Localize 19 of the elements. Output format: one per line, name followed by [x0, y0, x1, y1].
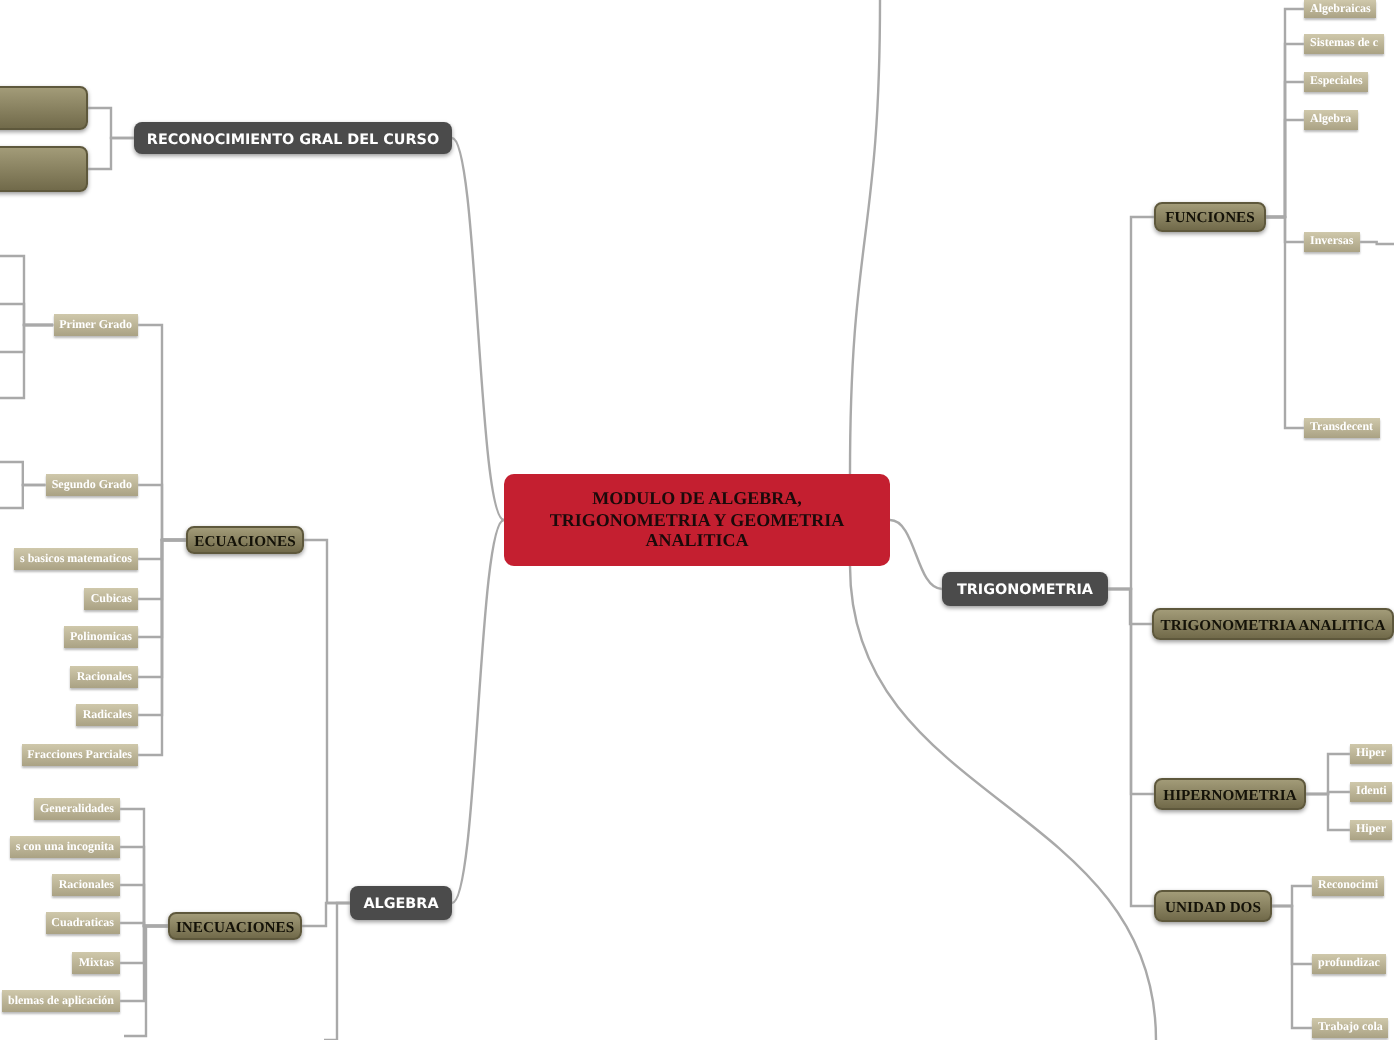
connector-line — [1359, 240, 1394, 246]
connector-line — [451, 519, 505, 904]
connector-line — [88, 136, 134, 171]
connector-line — [451, 137, 505, 521]
connector-line — [1266, 215, 1304, 430]
central-topic: MODULO DE ALGEBRA, TRIGONOMETRIA Y GEOMETRIA ANALITICA — [504, 474, 890, 566]
connector-line — [1272, 904, 1312, 1030]
connector-line — [0, 483, 46, 510]
subtopic-box — [0, 86, 88, 130]
connector-line — [324, 901, 350, 1040]
connector-line — [138, 538, 186, 757]
connector-line — [0, 323, 54, 400]
connector-line — [1306, 792, 1350, 832]
subtopic-box — [0, 146, 88, 192]
connector-line — [1108, 587, 1154, 908]
connector-line — [848, 0, 882, 474]
connector-line — [124, 924, 168, 1038]
connector-line — [848, 565, 1158, 1040]
connector-line — [889, 518, 943, 591]
